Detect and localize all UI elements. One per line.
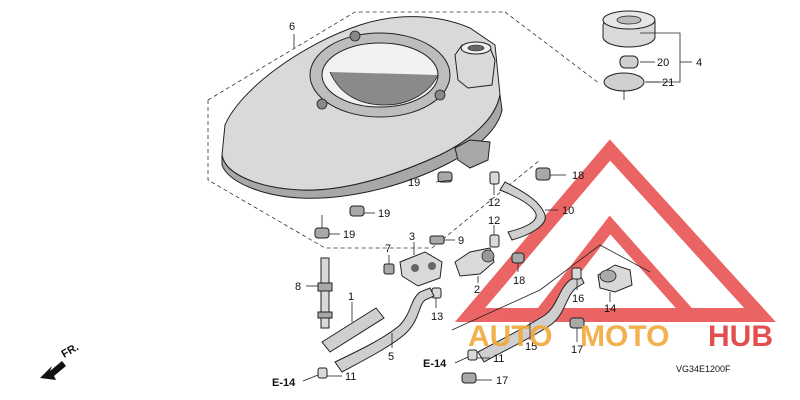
label-part-12b: 12 xyxy=(488,215,500,227)
bracket-3 xyxy=(399,251,443,287)
hose-15 xyxy=(477,274,585,363)
grommet-b xyxy=(349,205,365,217)
bolt-9 xyxy=(429,235,445,245)
label-part-5: 5 xyxy=(388,351,394,363)
ref-e14-right: E-14 xyxy=(423,358,447,370)
diagram-code: VG34E1200F xyxy=(676,364,731,374)
front-direction-arrow xyxy=(40,361,66,380)
label-part-21: 21 xyxy=(662,77,674,89)
stud-bolt-8 xyxy=(317,257,333,329)
clamp-17b xyxy=(461,372,477,384)
label-part-18b: 18 xyxy=(513,275,525,287)
label-part-11b: 11 xyxy=(493,353,504,365)
leader-19a xyxy=(435,179,453,183)
label-part-13: 13 xyxy=(431,311,443,323)
fuel-cap xyxy=(602,10,656,48)
watermark-text-moto: MOTO xyxy=(580,320,669,353)
grommet-a xyxy=(437,171,453,183)
leader-e14-right xyxy=(454,356,469,364)
label-part-17b: 17 xyxy=(496,375,508,387)
bracket-4 xyxy=(640,32,681,83)
label-part-14: 14 xyxy=(604,303,616,315)
label-part-3: 3 xyxy=(409,231,415,243)
watermark-text-auto: AUTO xyxy=(468,320,552,353)
clamp-18b xyxy=(511,252,525,264)
clip-12a xyxy=(489,171,500,185)
arrow-icon xyxy=(40,361,66,380)
label-part-6: 6 xyxy=(289,21,295,33)
frame-right-top xyxy=(504,11,601,85)
fuel-filter-14 xyxy=(597,264,633,293)
leader-e14-left xyxy=(302,374,319,382)
nut-7 xyxy=(383,263,395,275)
guide-line-15b xyxy=(539,244,651,291)
label-part-1: 1 xyxy=(348,291,354,303)
label-part-17a: 17 xyxy=(571,344,583,356)
label-part-19c: 19 xyxy=(343,229,355,241)
label-part-20: 20 xyxy=(657,57,669,69)
label-part-16: 16 xyxy=(572,293,584,305)
cap-seal xyxy=(619,55,639,69)
grommet-c xyxy=(314,227,330,239)
label-part-8: 8 xyxy=(295,281,301,293)
front-direction-label: FR. xyxy=(60,341,81,360)
label-part-15: 15 xyxy=(525,341,537,353)
frame-top xyxy=(207,11,505,101)
watermark-brand: AUTO MOTO HUB xyxy=(468,320,773,353)
fuel-hose-10 xyxy=(499,181,546,241)
clip-12b xyxy=(489,234,500,248)
label-part-2: 2 xyxy=(474,284,480,296)
fuel-tank xyxy=(221,16,503,199)
label-part-10: 10 xyxy=(562,205,574,217)
label-part-19a: 19 xyxy=(408,177,420,189)
label-part-12a: 12 xyxy=(488,197,500,209)
fuel-valve-2 xyxy=(454,247,495,277)
hose-1 xyxy=(321,307,385,353)
label-part-19b: 19 xyxy=(378,208,390,220)
clip-16 xyxy=(571,267,582,280)
guide-line-15a xyxy=(451,289,541,331)
clip-11b xyxy=(467,349,478,361)
label-part-9: 9 xyxy=(458,235,464,247)
clamp-18a xyxy=(535,167,551,181)
frame-left xyxy=(207,100,432,249)
label-part-11a: 11 xyxy=(345,371,356,383)
frame-bottom-right xyxy=(431,159,541,249)
clip-11a xyxy=(317,367,328,379)
hose-5 xyxy=(334,287,435,373)
ref-e14-left: E-14 xyxy=(272,377,296,389)
cap-tether xyxy=(603,72,645,100)
label-part-18a: 18 xyxy=(572,170,584,182)
label-part-7: 7 xyxy=(385,243,391,255)
watermark-text-hub: HUB xyxy=(708,320,773,353)
label-part-4: 4 xyxy=(696,57,702,69)
